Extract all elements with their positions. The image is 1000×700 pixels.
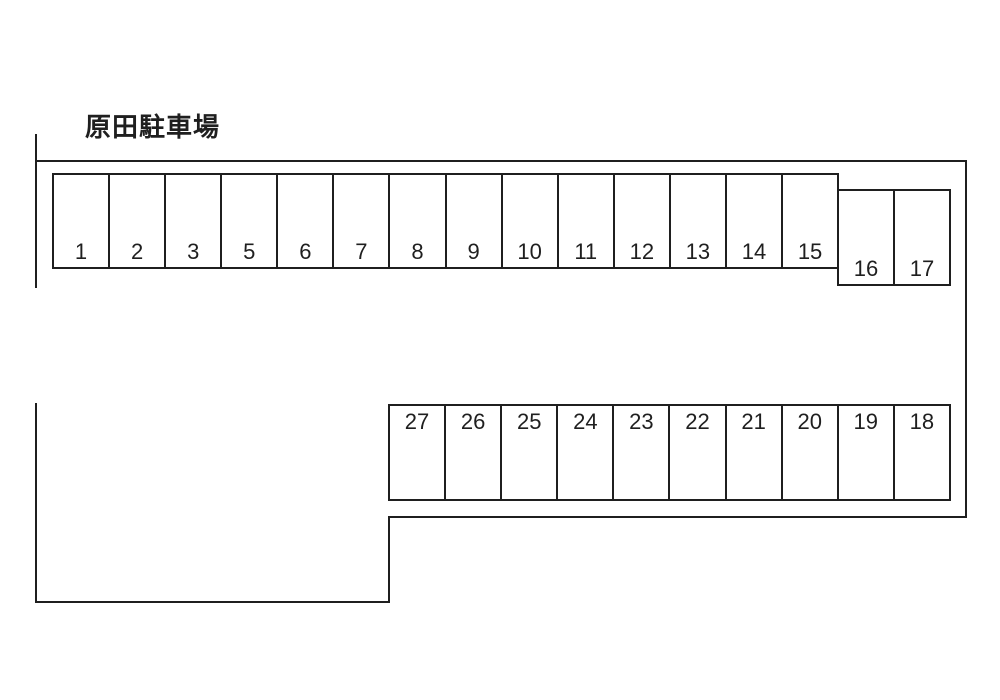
parking-space-number: 3 [187,239,200,264]
parking-space-number: 9 [467,239,480,264]
parking-space-number: 24 [573,409,598,434]
parking-space-10: 10 [500,175,557,267]
parking-space-27: 27 [390,406,444,499]
parking-space-14: 14 [724,175,781,267]
parking-space-5: 5 [220,175,276,267]
parking-space-25: 25 [500,406,556,499]
parking-space-number: 10 [517,239,542,264]
parking-space-13: 13 [668,175,725,267]
parking-space-number: 12 [629,239,655,264]
parking-space-18: 18 [892,406,949,499]
parking-space-21: 21 [724,406,781,499]
parking-space-number: 17 [909,256,935,281]
parking-space-number: 16 [853,256,879,281]
parking-space-number: 6 [299,239,312,264]
parking-space-26: 26 [444,406,500,499]
parking-space-number: 23 [629,409,654,434]
parking-space-number: 25 [516,409,542,434]
parking-space-number: 8 [411,239,424,264]
lot-boundary-path [35,134,967,603]
parking-space-12: 12 [612,175,669,267]
parking-space-number: 14 [741,239,767,264]
parking-space-number: 21 [741,409,766,434]
parking-space-11: 11 [556,175,613,267]
parking-space-6: 6 [276,175,332,267]
parking-space-number: 26 [460,409,486,434]
parking-space-3: 3 [164,175,220,267]
parking-space-9: 9 [444,175,501,267]
parking-space-number: 5 [243,239,256,264]
parking-space-number: 15 [797,239,823,264]
parking-space-23: 23 [612,406,668,499]
parking-space-number: 1 [74,239,88,264]
parking-space-number: 22 [685,409,710,434]
parking-space-20: 20 [780,406,837,499]
parking-space-2: 2 [108,175,164,267]
parking-space-number: 27 [404,409,430,434]
parking-space-number: 18 [909,409,935,434]
parking-space-number: 7 [355,239,368,264]
parking-row-bottom: 27 26 25 24 23 22 21 20 19 18 [388,404,951,501]
parking-space-19: 19 [836,406,893,499]
parking-lot-title: 原田駐車場 [85,112,221,142]
parking-space-number: 19 [853,409,879,434]
parking-space-number: 11 [574,239,598,264]
parking-space-8: 8 [388,175,444,267]
parking-space-17: 17 [893,191,949,284]
parking-space-1: 1 [54,175,108,267]
parking-space-16: 16 [839,191,893,284]
parking-space-number: 20 [797,409,822,434]
parking-space-number: 2 [130,239,144,264]
parking-space-22: 22 [668,406,724,499]
parking-space-15: 15 [781,175,837,267]
parking-space-24: 24 [556,406,612,499]
parking-space-7: 7 [332,175,388,267]
parking-space-number: 13 [685,239,711,264]
